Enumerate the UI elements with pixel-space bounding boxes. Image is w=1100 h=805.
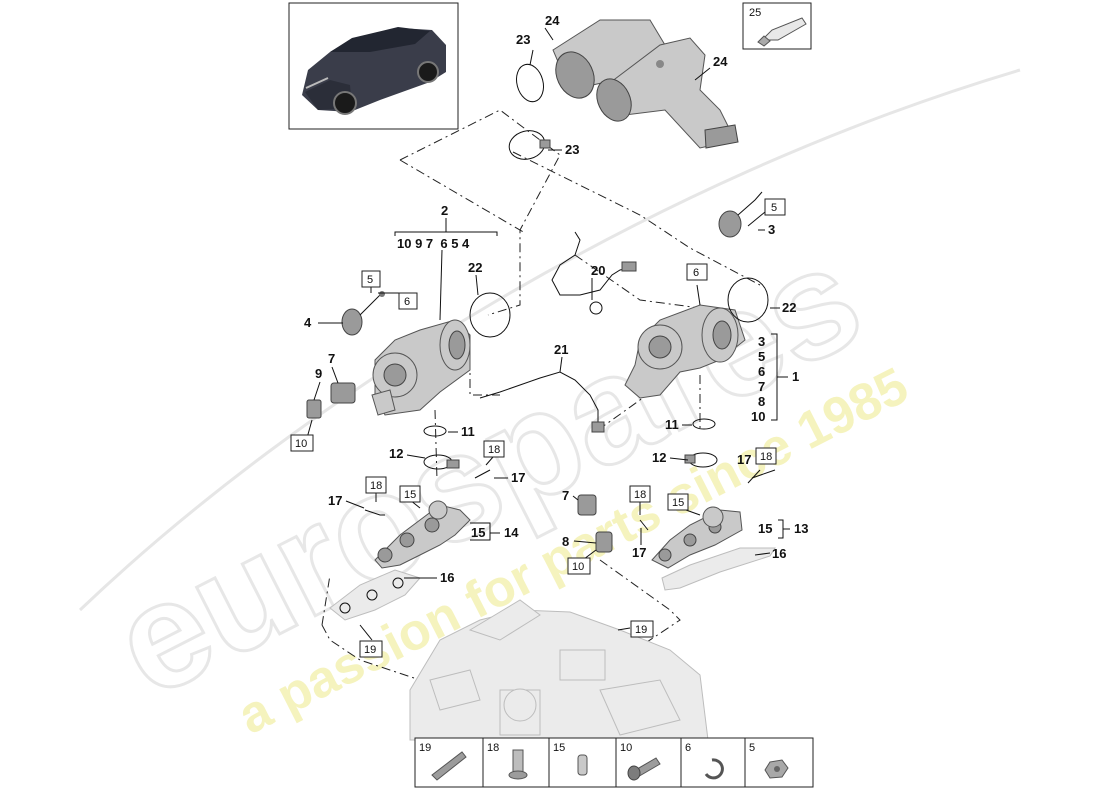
part-11-12-left-seals	[423, 425, 460, 470]
callout-17: 17	[511, 470, 525, 485]
part-16-right-gasket	[661, 547, 776, 591]
boxed-callout-18: 18	[634, 489, 646, 501]
engine-block	[409, 599, 709, 741]
group-1-item: 10	[751, 409, 765, 424]
part-7-9-left-sensors	[306, 382, 356, 419]
callout-8: 8	[562, 534, 569, 549]
part-7-8-center-sensors	[577, 494, 613, 553]
legend-label: 6	[685, 742, 691, 754]
boxed-callout-10: 10	[295, 438, 307, 450]
callout-22: 22	[468, 260, 482, 275]
part-25-label: 25	[749, 7, 761, 19]
group-1-item: 7	[758, 379, 765, 394]
callout-24: 24	[713, 54, 728, 69]
callout-17: 17	[328, 493, 342, 508]
boxed-callout-19: 19	[364, 644, 376, 656]
legend-label: 19	[419, 742, 431, 754]
part-2-left-turbocharger	[371, 319, 471, 416]
callout-11: 11	[461, 424, 475, 439]
stud-marks	[364, 469, 776, 531]
group-1-item: 5	[758, 349, 765, 364]
callout-15: 15	[471, 525, 485, 540]
callout-20: 20	[591, 263, 605, 278]
callout-23: 23	[565, 142, 579, 157]
callout-17: 17	[737, 452, 751, 467]
callout-3: 3	[768, 222, 775, 237]
boxed-callout-5: 5	[771, 202, 777, 214]
legend-label: 5	[749, 742, 755, 754]
legend-label: 10	[620, 742, 632, 754]
callout-13: 13	[794, 521, 808, 536]
boxed-callout-6: 6	[693, 267, 699, 279]
legend-label: 18	[487, 742, 499, 754]
boxed-callout-15: 15	[672, 497, 684, 509]
part-1-right-turbocharger	[624, 304, 746, 399]
boxed-callout-15: 15	[404, 489, 416, 501]
callout-22: 22	[782, 300, 796, 315]
part-22-right-gasket	[727, 277, 769, 323]
group-1-item: 8	[758, 394, 765, 409]
flange-nut-icon	[764, 759, 789, 779]
callout-numbers: 24 24 23 23 2 10 9 7 6 5 4 22 22 20 21 4…	[304, 13, 808, 585]
boxed-callouts: 5 6 10 18 18 15 15 18 18 10 5 6 19 19	[290, 198, 786, 658]
hex-socket-screw-icon	[627, 757, 661, 781]
callout-16: 16	[440, 570, 454, 585]
callout-24: 24	[545, 13, 560, 28]
callout-2: 2	[441, 203, 448, 218]
boxed-callout-6: 6	[404, 296, 410, 308]
part-4-wastegate-actuator	[341, 291, 385, 336]
part-11-12-right-seals	[684, 418, 718, 468]
callout-23: 23	[516, 32, 530, 47]
boxed-callout-18: 18	[370, 480, 382, 492]
callout-11: 11	[665, 417, 679, 432]
callout-7: 7	[328, 351, 335, 366]
legend-label: 15	[553, 742, 565, 754]
group-1-item: 3	[758, 334, 765, 349]
boxed-callout-18: 18	[760, 451, 772, 463]
boxed-callout-18: 18	[488, 444, 500, 456]
boxed-callout-5: 5	[367, 274, 373, 286]
part-16-left-gasket	[329, 569, 421, 621]
sealant-tube-icon	[757, 17, 807, 47]
callout-12: 12	[389, 446, 403, 461]
hardware-legend: 19 18 15 10 6 5	[414, 737, 814, 788]
callout-1: 1	[792, 369, 799, 384]
sleeve-icon	[577, 754, 588, 776]
part-3-wastegate-actuator	[718, 191, 763, 238]
group-1-item: 6	[758, 364, 765, 379]
part-25-box: 25	[742, 2, 812, 50]
callout-4: 4	[304, 315, 312, 330]
callout-9: 9	[315, 366, 322, 381]
part-14-left-exhaust-manifold	[374, 500, 471, 569]
boxed-callout-19: 19	[635, 624, 647, 636]
part-20-sensor-wire	[551, 231, 637, 315]
callout-15: 15	[758, 521, 772, 536]
callout-7: 7	[562, 488, 569, 503]
part-22-left-gasket	[469, 292, 511, 338]
retaining-clip-icon	[704, 758, 724, 780]
callout-16: 16	[772, 546, 786, 561]
callout-21: 21	[554, 342, 568, 357]
part-24-converters	[552, 19, 739, 149]
part-23-clamps	[508, 63, 551, 160]
part-13-right-exhaust-manifold	[651, 506, 743, 569]
vehicle-thumbnail	[288, 2, 459, 130]
callout-12: 12	[652, 450, 666, 465]
stud-bolt-icon	[508, 749, 528, 780]
boxed-callout-10: 10	[572, 561, 584, 573]
dowel-pin-icon	[431, 751, 467, 781]
callout-2-sublist: 10 9 7 6 5 4	[397, 236, 470, 251]
group-1-list: 3 5 6 7 8 10	[751, 334, 765, 424]
callout-17: 17	[632, 545, 646, 560]
callout-14: 14	[504, 525, 519, 540]
